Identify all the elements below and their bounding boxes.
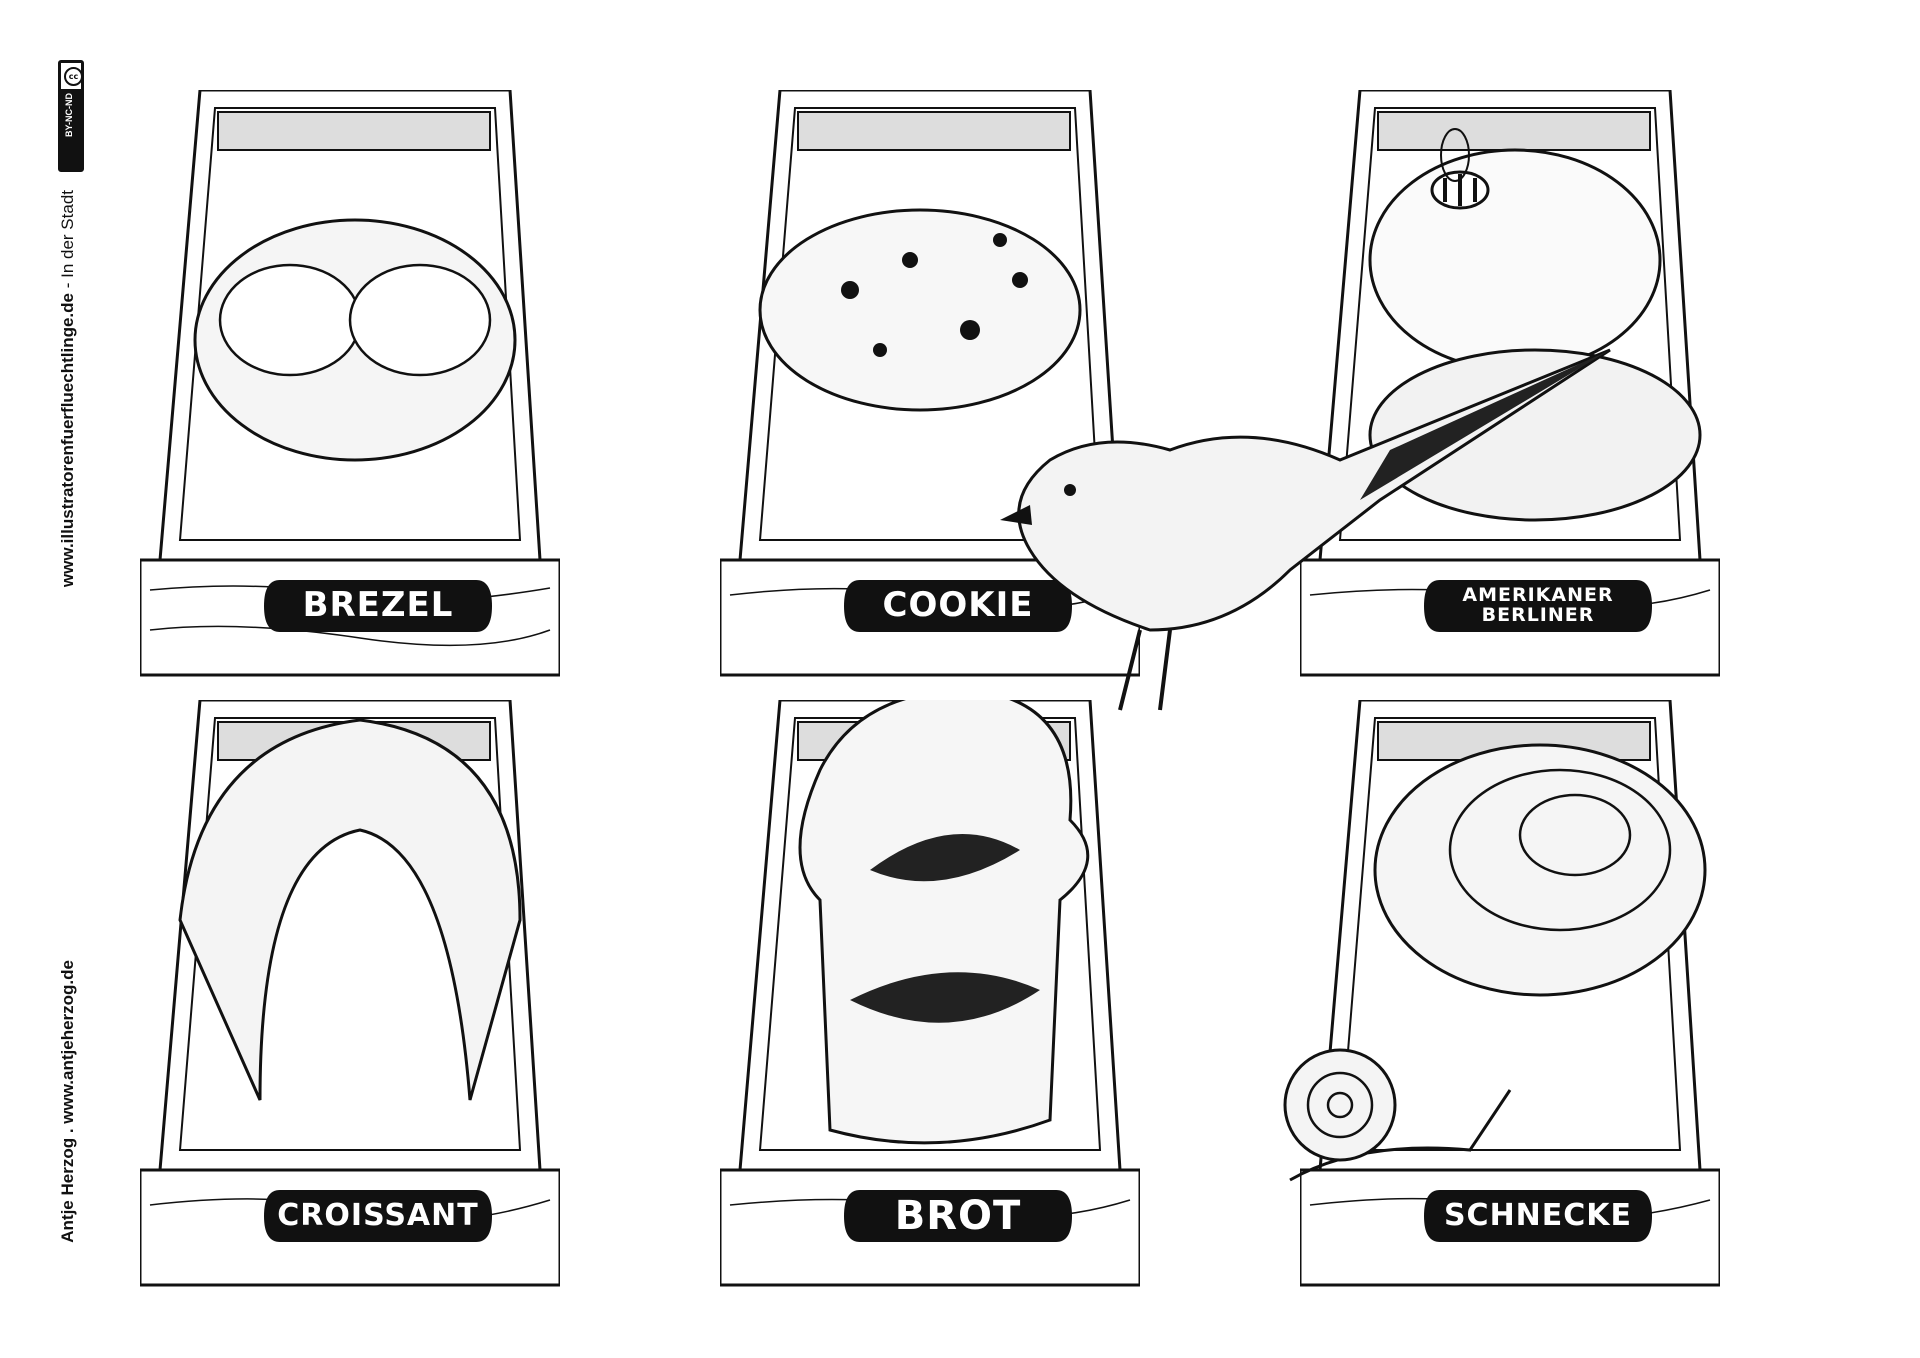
price-label-plate: BROT: [840, 1184, 1076, 1248]
author-name: Antje Herzog: [58, 1137, 77, 1243]
price-label-plate: SCHNECKE: [1420, 1184, 1656, 1248]
author-url: www.antjeherzog.de: [58, 960, 77, 1124]
license-text: BY-NC-ND: [64, 93, 74, 137]
card-label: AMERIKANER BERLINER: [1462, 584, 1614, 626]
credits-sidebar: cc BY-NC-ND www.illustratorenfuerfluecht…: [58, 60, 88, 1290]
display-box-brezel: BREZEL: [140, 90, 560, 680]
site-credit: www.illustratorenfuerfluechtlinge.de - I…: [58, 190, 78, 587]
display-box-schnecke: SCHNECKE: [1300, 700, 1720, 1290]
price-label-plate: COOKIE: [840, 574, 1076, 638]
card-label: SCHNECKE: [1443, 1198, 1633, 1234]
card-label: COOKIE: [882, 585, 1034, 626]
card-label: BROT: [894, 1193, 1022, 1239]
card-label: CROISSANT: [277, 1198, 479, 1234]
cinnamon-roll-illustration: [1373, 743, 1707, 997]
snail-icon: [1270, 1030, 1520, 1200]
display-box-croissant: CROISSANT: [140, 700, 560, 1290]
price-label-plate: CROISSANT: [260, 1184, 496, 1248]
card-label: BREZEL: [302, 585, 454, 626]
site-url: www.illustratorenfuerfluechtlinge.de: [58, 293, 77, 588]
bird-icon: [920, 330, 1620, 740]
croissant-illustration: [178, 718, 522, 1101]
cc-logo-icon: cc: [64, 67, 83, 86]
author-credit: Antje Herzog . www.antjeherzog.de: [58, 960, 78, 1243]
price-label-plate: BREZEL: [260, 574, 496, 638]
price-label-plate: AMERIKANER BERLINER: [1420, 574, 1656, 638]
bee-icon: [1400, 120, 1520, 240]
cc-license-badge: cc BY-NC-ND: [58, 60, 84, 172]
display-box-brot: BROT: [720, 700, 1140, 1290]
display-box-cookie: COOKIE: [720, 90, 1140, 680]
author-separator: .: [58, 1123, 77, 1138]
site-suffix: - In der Stadt: [58, 190, 77, 293]
bread-illustration: [798, 700, 1090, 1145]
cookie-illustration: [758, 208, 1082, 412]
